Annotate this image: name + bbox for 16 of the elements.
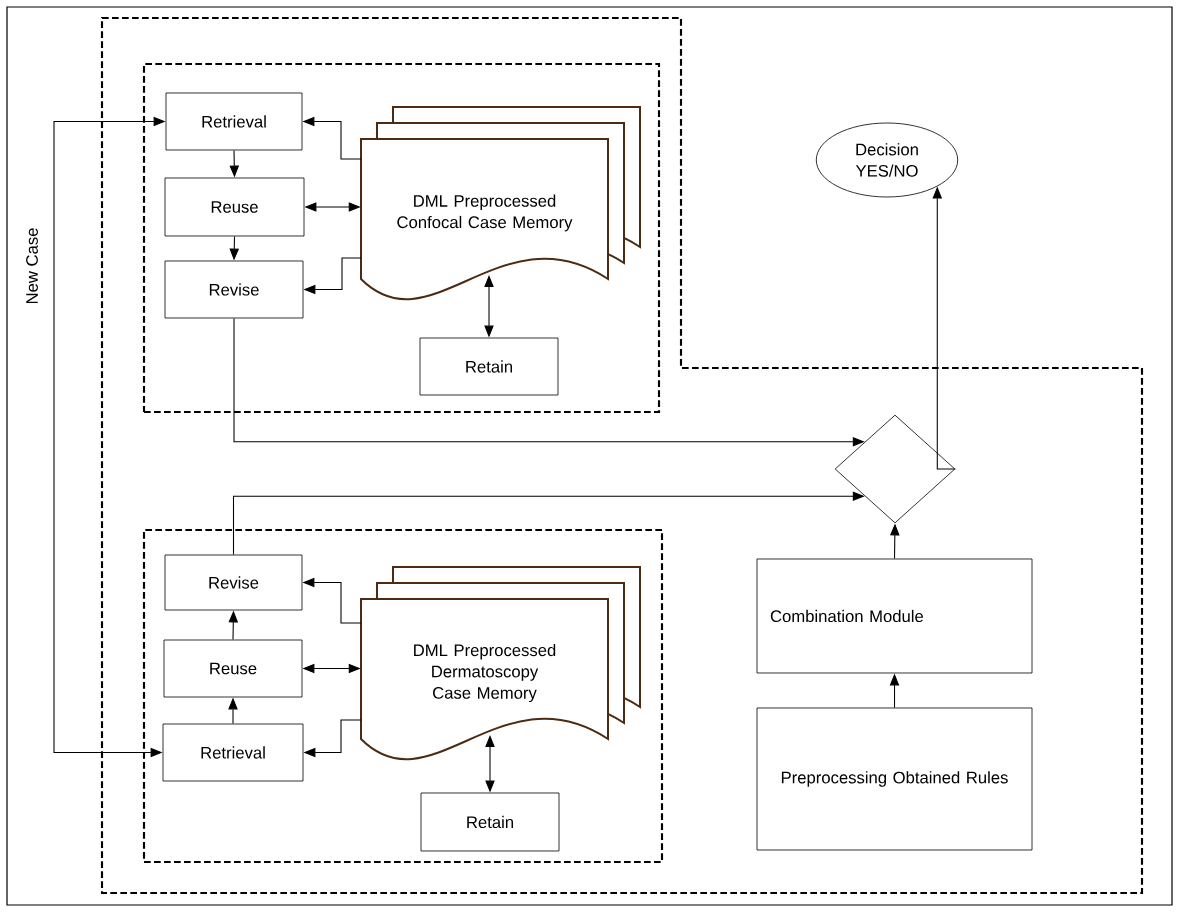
process-box: Retrieval [165,92,303,151]
process-box: Combination Module [756,558,1033,674]
process-box: Revise [164,260,304,319]
process-box: Revise [164,554,303,611]
process-box: Preprocessing Obtained Rules [756,707,1033,851]
decision-diamond [834,414,956,524]
edge-label: New Case [24,226,40,306]
process-box: Retain [419,337,559,396]
process-box: Reuse [163,639,303,698]
process-box: Retrieval [162,723,304,782]
process-box: Reuse [164,177,305,237]
process-box: Retain [420,792,560,852]
document-stack: DML Preprocessed Confocal Case Memory [360,106,641,300]
dashed-group-box [142,62,661,414]
dashed-group-box [142,528,664,864]
document-stack: DML Preprocessed Dermatoscopy Case Memory [360,566,641,760]
